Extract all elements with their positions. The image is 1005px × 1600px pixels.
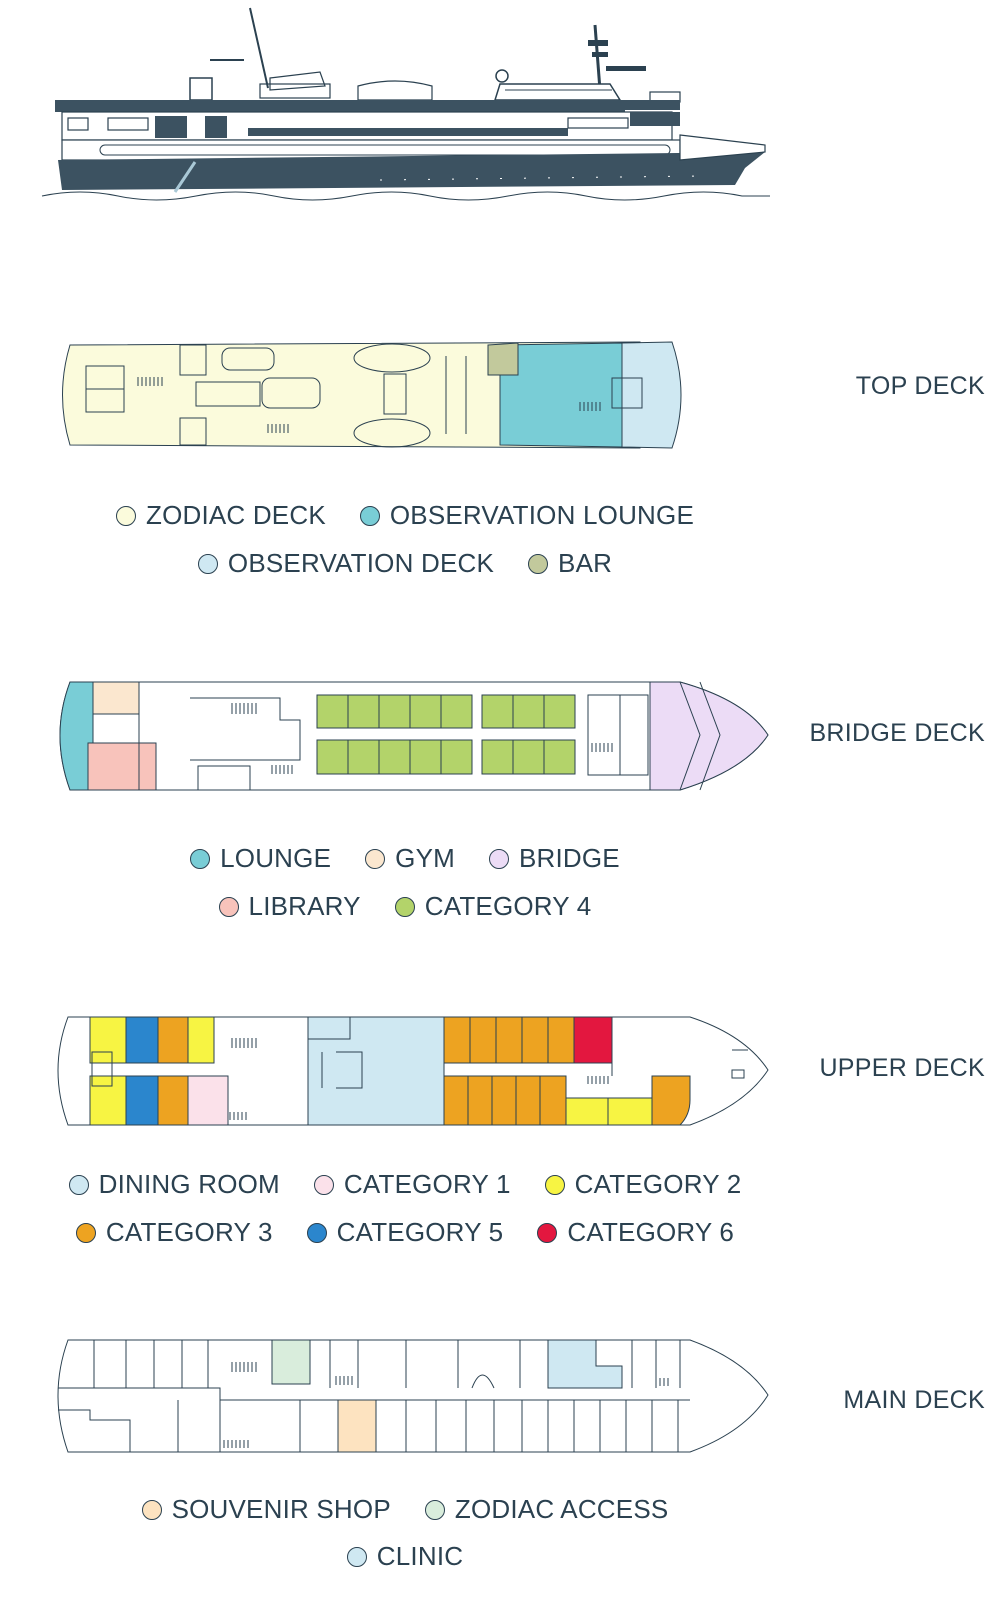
main-deck-legend-row-1: SOUVENIR SHOP ZODIAC ACCESS	[0, 1494, 810, 1525]
bridge-deck-legend-row-2: LIBRARY CATEGORY 4	[0, 891, 810, 922]
observation-lounge-swatch	[359, 505, 380, 526]
upper-deck-legend-row-2: CATEGORY 3 CATEGORY 5 CATEGORY 6	[0, 1217, 810, 1248]
legend-label: CATEGORY 3	[105, 1217, 273, 1247]
legend-item-dining-room: DINING ROOM	[68, 1169, 280, 1200]
main-deck-title: MAIN DECK	[843, 1386, 985, 1414]
top-deck-legend-row-2: OBSERVATION DECK BAR	[0, 548, 810, 579]
gym-swatch	[365, 848, 386, 869]
legend-label: ZODIAC DECK	[145, 500, 326, 530]
category-5-swatch	[306, 1222, 327, 1243]
category-2-swatch	[544, 1174, 565, 1195]
legend-label: CLINIC	[376, 1541, 464, 1571]
legend-item-category-3: CATEGORY 3	[75, 1217, 273, 1248]
legend-label: CATEGORY 5	[336, 1217, 504, 1247]
ship-profile-illustration	[41, 7, 770, 201]
upper-deck-title: UPPER DECK	[819, 1054, 985, 1082]
legend-label: DINING ROOM	[98, 1169, 280, 1199]
legend-label: BAR	[558, 548, 613, 578]
category-1-swatch	[313, 1174, 334, 1195]
dining-room-swatch	[68, 1174, 89, 1195]
legend-label: CATEGORY 2	[574, 1169, 742, 1199]
legend-label: OBSERVATION LOUNGE	[389, 500, 694, 530]
legend-item-bridge: BRIDGE	[488, 843, 620, 874]
clinic-swatch	[346, 1546, 367, 1567]
legend-item-zodiac-deck: ZODIAC DECK	[115, 500, 326, 531]
top-deck-legend-row-1: ZODIAC DECK OBSERVATION LOUNGE	[0, 500, 810, 531]
legend-item-lounge: LOUNGE	[190, 843, 331, 874]
bridge-deck-legend-row-1: LOUNGE GYM BRIDGE	[0, 843, 810, 874]
legend-label: ZODIAC ACCESS	[454, 1494, 669, 1524]
legend-label: GYM	[395, 843, 455, 873]
legend-item-category-2: CATEGORY 2	[544, 1169, 742, 1200]
top-deck-title: TOP DECK	[855, 372, 985, 400]
legend-label: CATEGORY 1	[343, 1169, 511, 1199]
legend-item-clinic: CLINIC	[346, 1541, 464, 1572]
bridge-deck-plan	[59, 681, 769, 791]
upper-deck-plan	[57, 1016, 769, 1126]
legend-item-category-4: CATEGORY 4	[394, 891, 592, 922]
legend-label: LOUNGE	[220, 843, 332, 873]
legend-item-category-6: CATEGORY 6	[537, 1217, 734, 1248]
main-deck-plan	[57, 1339, 769, 1453]
legend-item-category-1: CATEGORY 1	[313, 1169, 511, 1200]
legend-label: OBSERVATION DECK	[227, 548, 495, 578]
legend-label: LIBRARY	[248, 891, 361, 921]
legend-label: SOUVENIR SHOP	[171, 1494, 391, 1524]
legend-item-observation-lounge: OBSERVATION LOUNGE	[359, 500, 694, 531]
bar-swatch	[528, 553, 549, 574]
legend-label: CATEGORY 6	[567, 1217, 735, 1247]
upper-deck-legend-row-1: DINING ROOM CATEGORY 1 CATEGORY 2	[0, 1169, 810, 1200]
legend-label: BRIDGE	[518, 843, 620, 873]
legend-item-library: LIBRARY	[218, 891, 361, 922]
category-3-swatch	[75, 1222, 96, 1243]
legend-item-observation-deck: OBSERVATION DECK	[197, 548, 495, 579]
legend-item-bar: BAR	[528, 548, 612, 579]
bridge-deck-title: BRIDGE DECK	[809, 719, 985, 747]
category-6-swatch	[537, 1222, 558, 1243]
observation-deck-swatch	[197, 553, 218, 574]
main-deck-legend-row-2: CLINIC	[0, 1541, 810, 1572]
library-swatch	[218, 896, 239, 917]
legend-item-souvenir-shop: SOUVENIR SHOP	[141, 1494, 391, 1525]
legend-item-zodiac-access: ZODIAC ACCESS	[424, 1494, 669, 1525]
legend-item-gym: GYM	[365, 843, 455, 874]
souvenir-shop-swatch	[141, 1499, 162, 1520]
lounge-swatch	[190, 848, 211, 869]
category-4-swatch	[394, 896, 415, 917]
zodiac-access-swatch	[424, 1499, 445, 1520]
zodiac-deck-swatch	[115, 505, 136, 526]
top-deck-plan	[62, 341, 682, 449]
legend-item-category-5: CATEGORY 5	[306, 1217, 504, 1248]
legend-label: CATEGORY 4	[424, 891, 592, 921]
bridge-swatch	[488, 848, 509, 869]
